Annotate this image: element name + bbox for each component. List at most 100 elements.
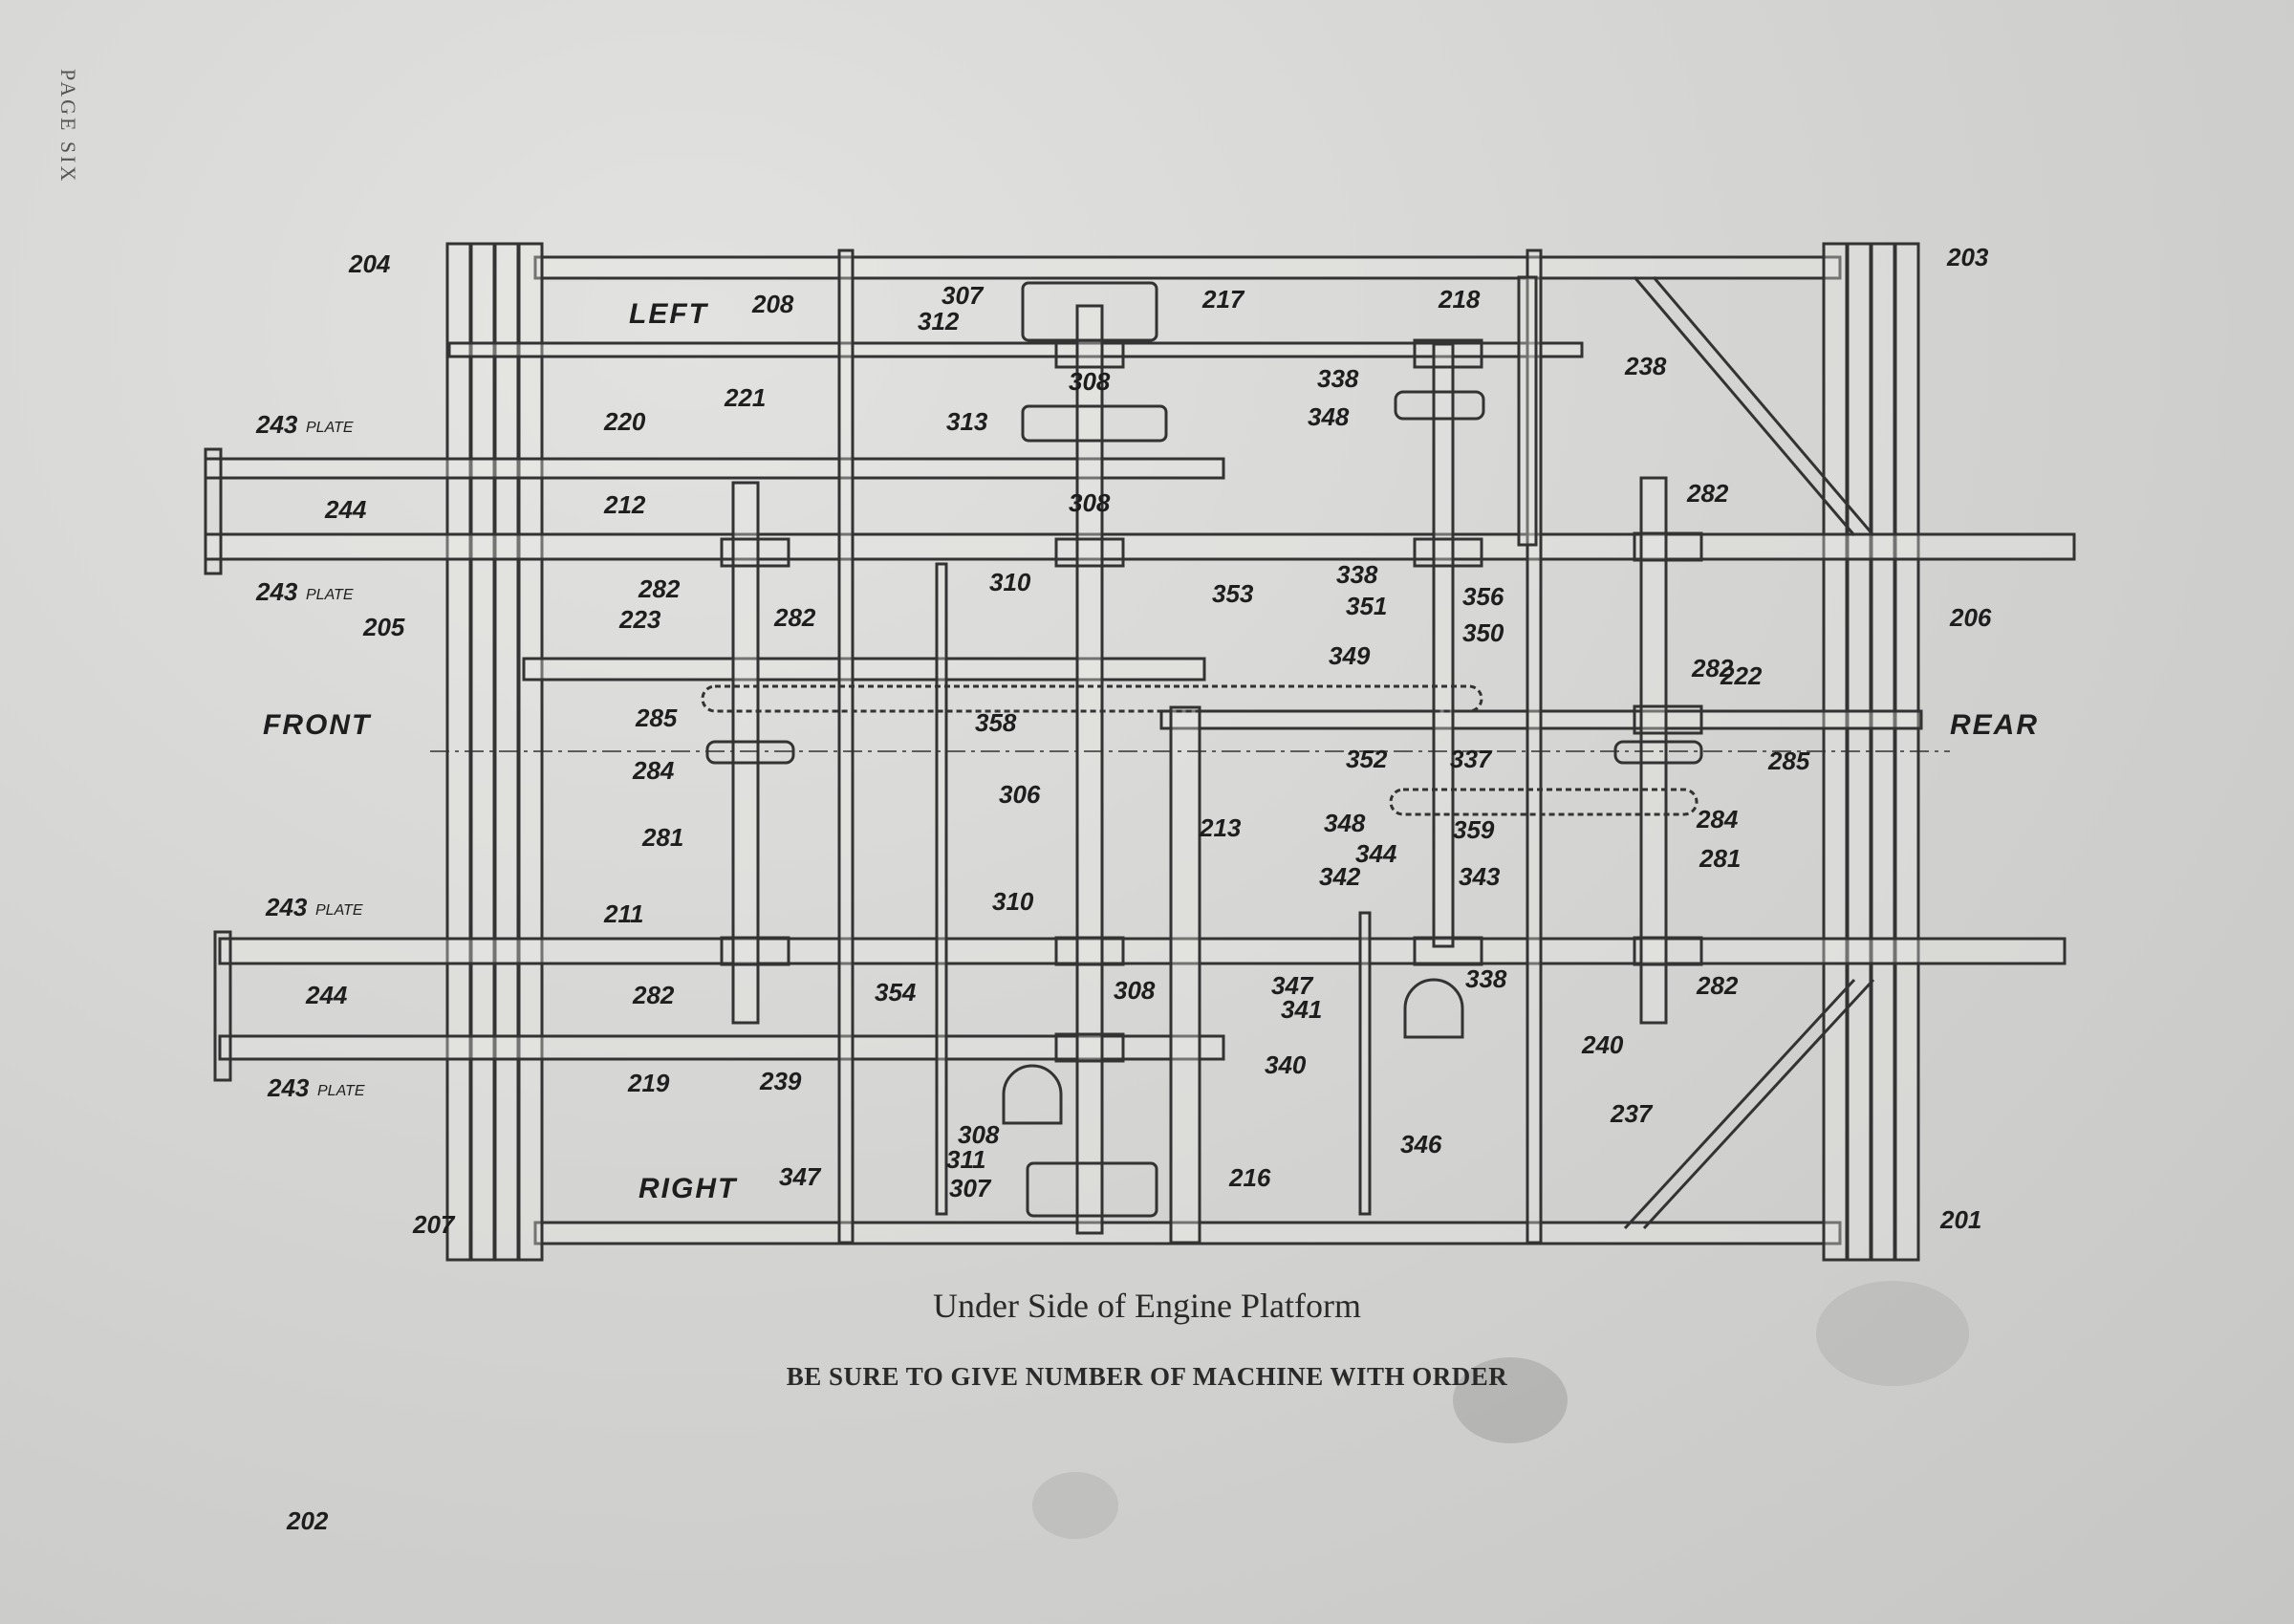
part-number-label: 313 — [946, 407, 988, 436]
bevel-gear — [1021, 404, 1168, 443]
pillow-block — [1002, 1064, 1063, 1125]
part-number-label: 203 — [1946, 243, 1989, 271]
stain-mark — [1453, 1357, 1568, 1443]
part-number-label: 282 — [1686, 479, 1729, 508]
part-number-label: 310 — [989, 568, 1031, 596]
part-number-label: 207 — [412, 1210, 456, 1239]
part-number-label: 307 — [949, 1174, 992, 1202]
longitudinal-bar — [204, 457, 1225, 480]
part-number-label: 343 — [1459, 862, 1501, 891]
part-number-label: 220 — [603, 407, 646, 436]
part-number-label: 222 — [1720, 661, 1763, 690]
part-number-label: 348 — [1324, 809, 1366, 837]
part-number-label: 221 — [724, 383, 766, 412]
part-number-label: 240 — [1581, 1030, 1624, 1059]
sprocket-shaft — [731, 481, 760, 1025]
part-number-label: 284 — [632, 756, 675, 785]
part-number-label: 354 — [875, 978, 917, 1007]
part-number-label: 238 — [1624, 352, 1667, 380]
part-number-label: 311 — [946, 1145, 985, 1174]
part-number-label: 352 — [1346, 745, 1388, 773]
bearing-block — [1413, 338, 1483, 369]
drive-chain — [1389, 788, 1699, 816]
bearing-block — [1054, 936, 1125, 966]
bearing-block — [1633, 936, 1703, 966]
frame-structure — [204, 242, 2076, 1262]
cross-member — [1517, 275, 1538, 547]
longitudinal-bar — [218, 1034, 1225, 1061]
pulley — [1394, 390, 1485, 421]
longitudinal-bar — [522, 657, 1206, 682]
part-number-label: 282 — [773, 603, 816, 632]
bearing-block — [1633, 704, 1703, 735]
front-plate — [204, 447, 223, 575]
part-number-label: 338 — [1465, 964, 1507, 993]
longitudinal-bar — [218, 937, 2067, 965]
cross-member — [1169, 705, 1201, 1245]
part-number-label: 281 — [641, 823, 683, 852]
front-direction-label: FRONT — [263, 709, 372, 741]
part-number-label: 282 — [632, 981, 675, 1009]
part-number-label: 202 — [286, 1506, 329, 1535]
bearing-block — [720, 537, 790, 568]
part-number-label: 213 — [1199, 813, 1242, 842]
longitudinal-bar — [204, 532, 2076, 561]
part-number-label: 201 — [1939, 1205, 1981, 1234]
part-number-label: 243 — [267, 1073, 310, 1102]
part-note-label: PLATE — [306, 587, 354, 603]
diagonal-brace — [1642, 978, 1875, 1230]
part-number-label: 348 — [1308, 402, 1350, 431]
part-number-label: 211 — [603, 899, 643, 928]
part-number-label: 308 — [958, 1120, 1000, 1149]
part-number-label: 217 — [1201, 285, 1245, 314]
part-number-label: 205 — [362, 613, 405, 641]
part-number-label: 282 — [1696, 971, 1739, 1000]
main-shaft — [1075, 304, 1104, 1235]
part-number-label: 239 — [759, 1067, 802, 1095]
bearing-block — [1054, 1032, 1125, 1063]
part-number-label: 359 — [1453, 815, 1495, 844]
part-number-label: 308 — [1069, 488, 1111, 517]
part-number-label: 216 — [1228, 1163, 1271, 1192]
bearing-block — [1633, 531, 1703, 562]
part-number-label: 349 — [1329, 641, 1371, 670]
part-number-label: 358 — [975, 708, 1017, 737]
part-number-label: 243 — [255, 577, 298, 606]
part-number-label: 285 — [635, 704, 678, 732]
part-number-label: 219 — [627, 1069, 670, 1097]
part-number-label: 350 — [1462, 618, 1504, 647]
part-number-label: 351 — [1346, 592, 1387, 620]
part-number-label: 312 — [918, 307, 960, 336]
page-number-label: PAGE SIX — [56, 69, 80, 184]
gear-stack — [1026, 1161, 1158, 1218]
part-number-label: 244 — [324, 495, 367, 524]
part-number-label: 223 — [618, 605, 661, 634]
part-number-label: 204 — [348, 249, 391, 278]
part-number-label: 356 — [1462, 582, 1504, 611]
diagram-caption: Under Side of Engine Platform — [933, 1287, 1361, 1325]
part-number-label: 346 — [1400, 1130, 1442, 1158]
part-number-label: 307 — [941, 281, 985, 310]
part-number-label: 310 — [992, 887, 1034, 916]
part-number-label: 282 — [638, 574, 681, 603]
part-number-label: 282 — [1691, 654, 1734, 682]
top-channel — [533, 255, 1842, 280]
part-number-label: 243 — [255, 410, 298, 439]
longitudinal-bar — [447, 341, 1584, 358]
drive-chain — [701, 684, 1483, 713]
part-number-label: 308 — [1114, 976, 1156, 1005]
diagonal-brace — [1623, 978, 1856, 1230]
part-number-label: 212 — [603, 490, 646, 519]
diagonal-brace — [1633, 276, 1856, 536]
part-number-label: 284 — [1696, 805, 1739, 834]
bearing-block — [1054, 537, 1125, 568]
bearing-block — [1413, 936, 1483, 966]
part-number-label: 342 — [1319, 862, 1361, 891]
vertical-rod — [1358, 911, 1372, 1216]
part-note-label: PLATE — [306, 420, 354, 436]
part-number-label: 337 — [1450, 745, 1493, 773]
left-direction-label: LEFT — [629, 298, 709, 330]
